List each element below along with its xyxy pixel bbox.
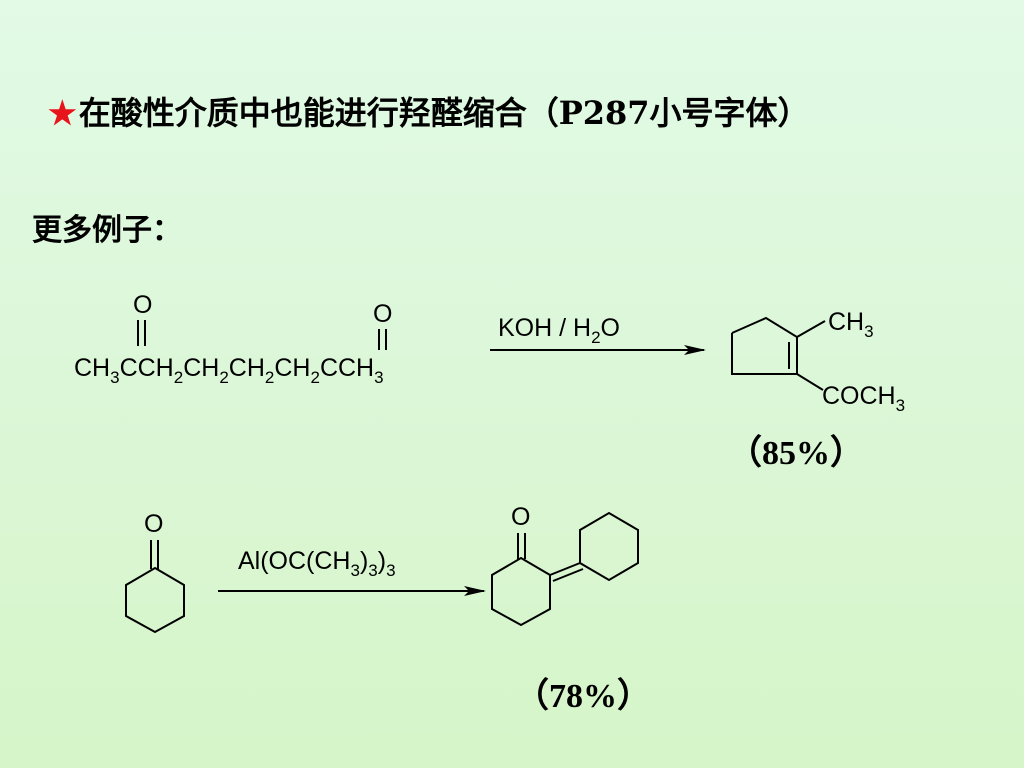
reactant-oxygen-left: O [133,291,152,319]
reaction1-arrow-group: KOH / H2O [490,314,706,355]
product-acetyl-label: COCH3 [822,382,905,415]
reaction1-yield: （85%） [728,435,864,472]
reaction1-reagent: KOH / H2O [498,314,620,347]
product-oxygen: O [511,503,530,531]
reaction2-yield: （78%） [515,678,651,715]
cyclohexanone-oxygen: O [144,510,163,538]
reactant-oxygen-right: O [373,300,392,328]
reaction1-reactant: O O CH3CCH2CH2CH2CH2CCH3 [74,291,392,387]
reactant-formula: CH3CCH2CH2CH2CH2CCH3 [74,354,384,387]
reaction2-product: O [491,503,639,627]
reaction2-reagent: Al(OC(CH3)3)3 [238,547,396,580]
slide-title-text: 在酸性介质中也能进行羟醛缩合（P287小号字体） [78,94,810,132]
slide-title: ★在酸性介质中也能进行羟醛缩合（P287小号字体） [48,88,810,134]
star-icon: ★ [48,94,77,132]
examples-label: 更多例子： [32,213,182,248]
product-methyl-label: CH3 [828,308,874,341]
reaction2-reactant: O [125,510,185,634]
reaction2-arrow-group: Al(OC(CH3)3)3 [218,547,486,596]
reaction1-product: CH3 COCH3 [731,308,905,415]
